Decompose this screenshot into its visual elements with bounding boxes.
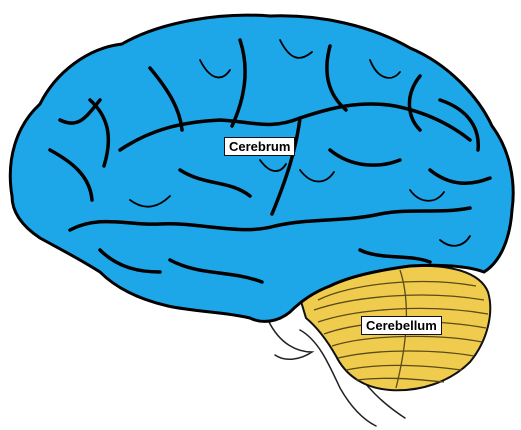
cerebellum-label: Cerebellum bbox=[361, 316, 442, 335]
cerebrum-label: Cerebrum bbox=[224, 137, 295, 156]
